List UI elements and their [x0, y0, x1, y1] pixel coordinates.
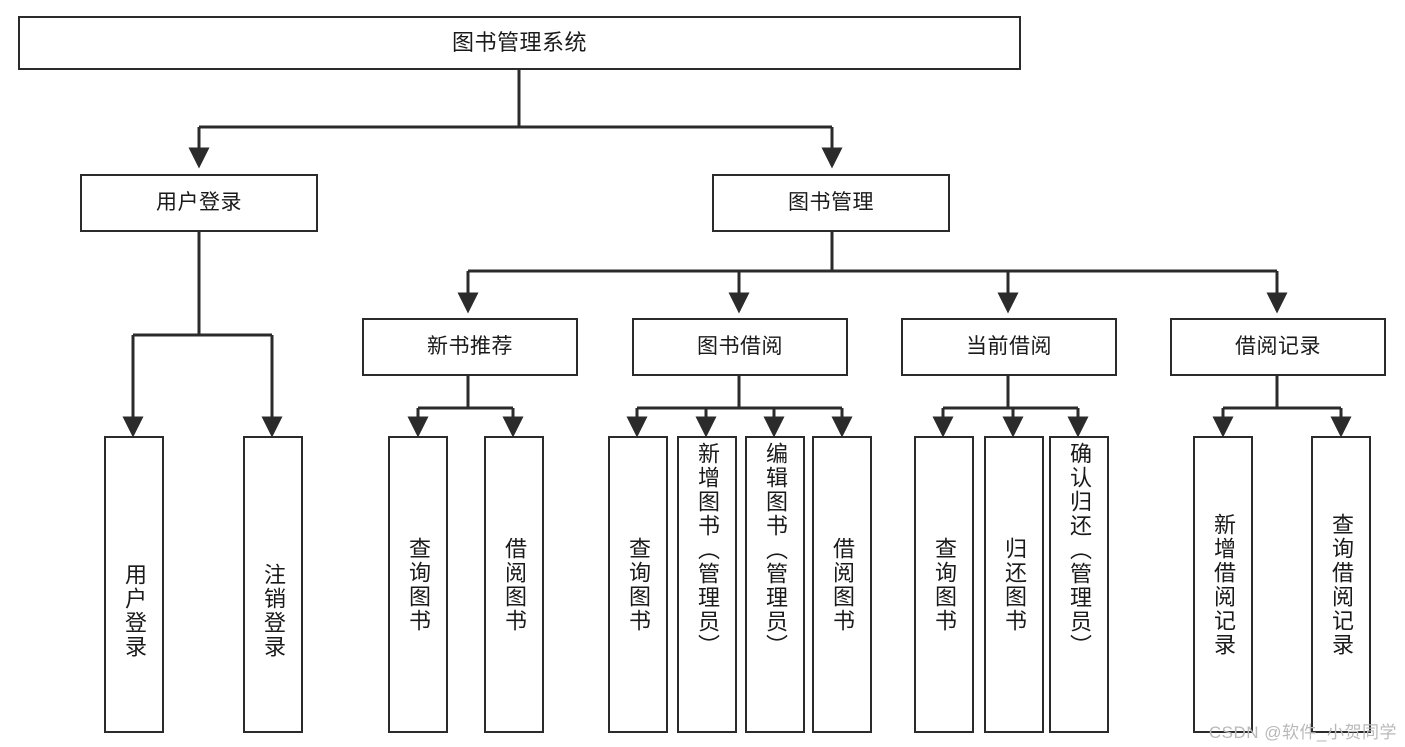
- node-leaf-edit-book-label: 编辑图书（管理员）: [763, 442, 788, 658]
- node-leaf-logout[interactable]: 注销登录: [243, 436, 303, 733]
- node-leaf-query-book-1-label: 查询图书: [406, 536, 431, 633]
- node-leaf-user-login[interactable]: 用户登录: [104, 436, 164, 733]
- node-leaf-borrow-book-2-label: 借阅图书: [830, 536, 855, 633]
- node-leaf-add-record[interactable]: 新增借阅记录: [1193, 436, 1253, 733]
- node-user-login[interactable]: 用户登录: [80, 174, 318, 232]
- node-borrow-record[interactable]: 借阅记录: [1170, 318, 1386, 376]
- node-leaf-return-book-label: 归还图书: [1002, 536, 1027, 633]
- node-leaf-query-book-2[interactable]: 查询图书: [608, 436, 668, 733]
- node-leaf-query-book-1[interactable]: 查询图书: [388, 436, 448, 733]
- node-leaf-query-book-3[interactable]: 查询图书: [914, 436, 974, 733]
- node-new-book-rec[interactable]: 新书推荐: [362, 318, 578, 376]
- watermark: CSDN @软件_小贺同学: [1208, 723, 1397, 742]
- node-current-borrow-label: 当前借阅: [966, 335, 1052, 359]
- node-leaf-add-book-label: 新增图书（管理员）: [695, 442, 720, 658]
- node-root[interactable]: 图书管理系统: [18, 16, 1021, 70]
- node-leaf-query-record-label: 查询借阅记录: [1329, 512, 1354, 657]
- node-leaf-edit-book[interactable]: 编辑图书（管理员）: [745, 436, 805, 733]
- node-leaf-return-book[interactable]: 归还图书: [984, 436, 1044, 733]
- node-book-borrow[interactable]: 图书借阅: [632, 318, 848, 376]
- node-leaf-confirm-return-label: 确认归还（管理员）: [1067, 442, 1092, 658]
- node-leaf-borrow-book-2[interactable]: 借阅图书: [812, 436, 872, 733]
- node-leaf-confirm-return[interactable]: 确认归还（管理员）: [1049, 436, 1109, 733]
- node-leaf-logout-label: 注销登录: [261, 563, 286, 659]
- node-leaf-user-login-label: 用户登录: [122, 563, 147, 659]
- node-leaf-query-book-2-label: 查询图书: [626, 536, 651, 633]
- node-leaf-query-book-3-label: 查询图书: [932, 536, 957, 633]
- node-book-manage-label: 图书管理: [788, 191, 874, 215]
- node-root-label: 图书管理系统: [451, 29, 587, 55]
- node-borrow-record-label: 借阅记录: [1235, 335, 1321, 359]
- node-book-manage[interactable]: 图书管理: [712, 174, 950, 232]
- node-user-login-label: 用户登录: [156, 191, 242, 215]
- node-current-borrow[interactable]: 当前借阅: [901, 318, 1117, 376]
- node-leaf-borrow-book-1-label: 借阅图书: [502, 536, 527, 633]
- node-leaf-add-record-label: 新增借阅记录: [1211, 512, 1236, 657]
- node-new-book-rec-label: 新书推荐: [427, 335, 513, 359]
- node-leaf-query-record[interactable]: 查询借阅记录: [1311, 436, 1371, 733]
- node-book-borrow-label: 图书借阅: [697, 335, 783, 359]
- node-leaf-borrow-book-1[interactable]: 借阅图书: [484, 436, 544, 733]
- node-leaf-add-book[interactable]: 新增图书（管理员）: [677, 436, 737, 733]
